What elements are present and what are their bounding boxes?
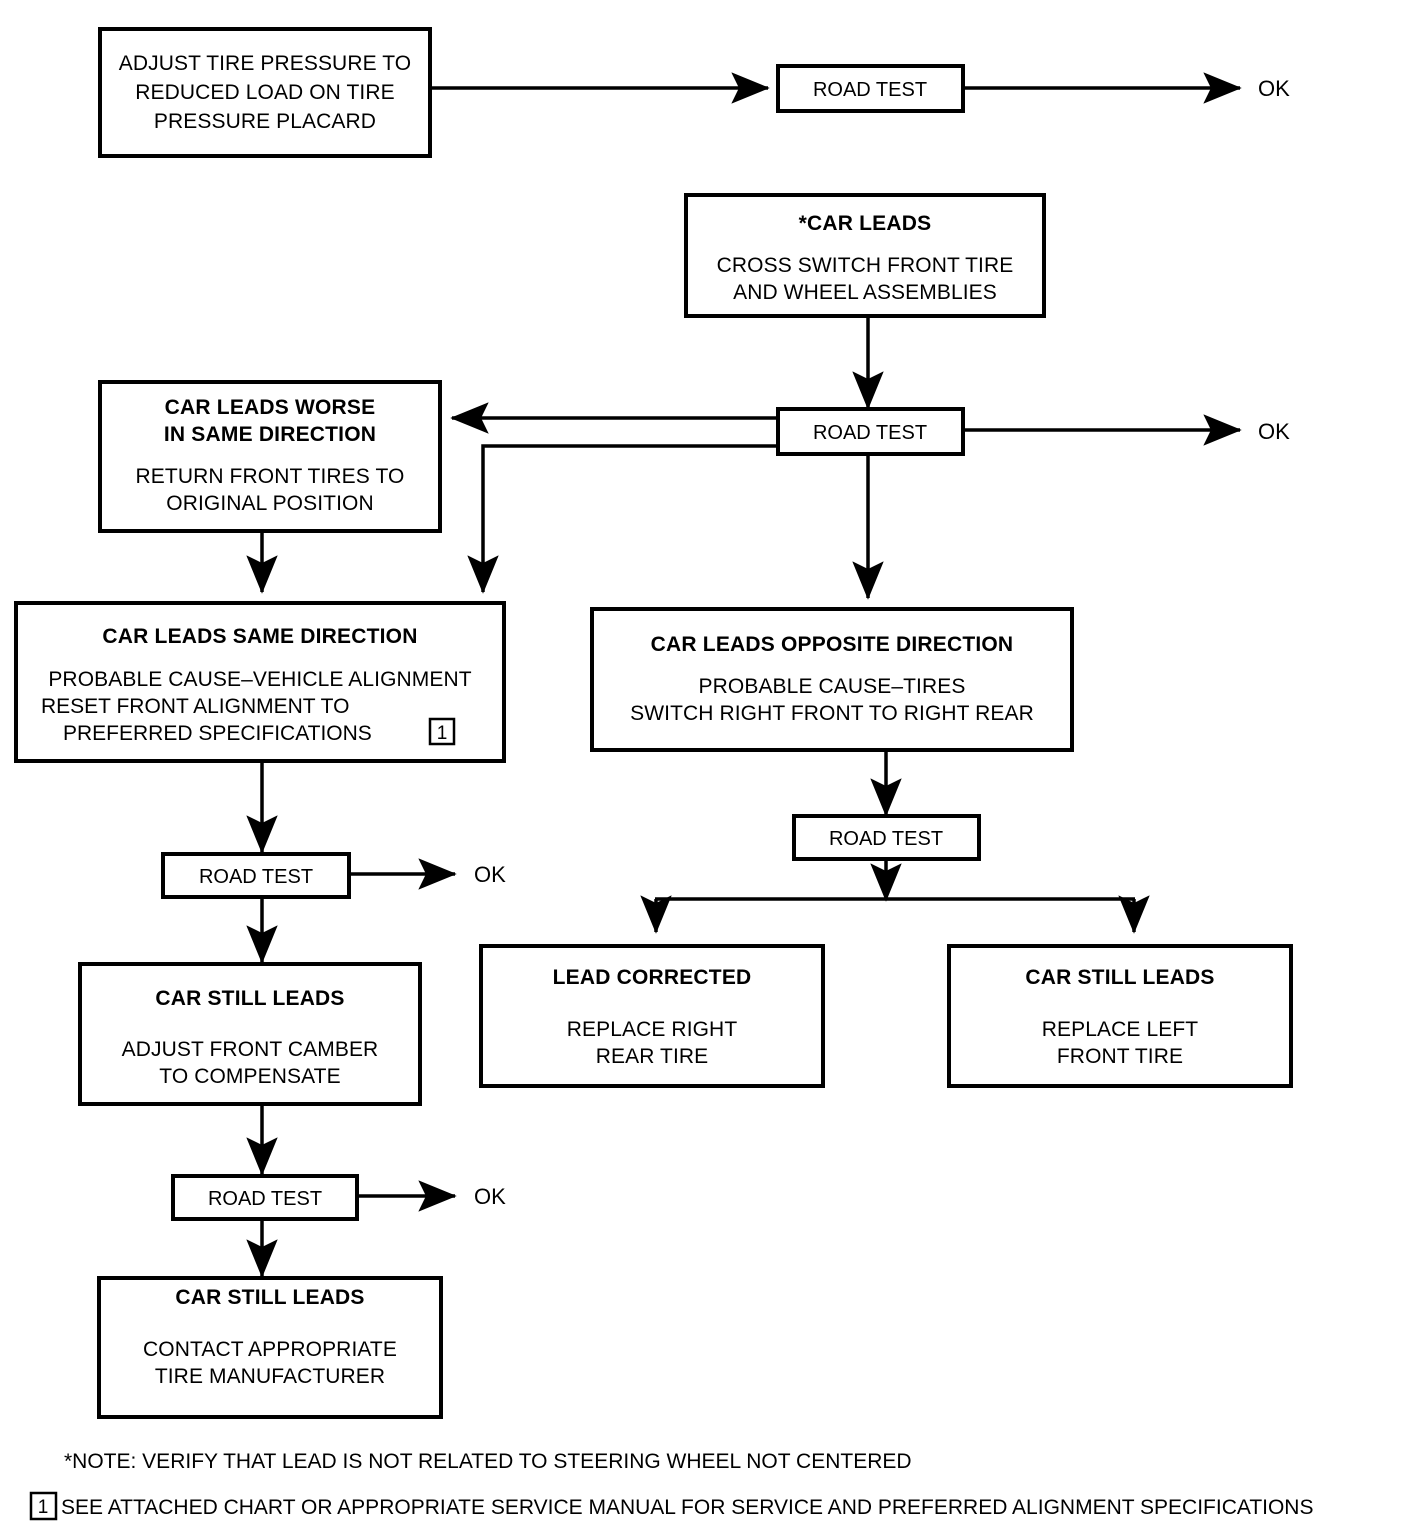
node-car-leads-same-direction-line-1: PROBABLE CAUSE–VEHICLE ALIGNMENT	[48, 668, 471, 691]
node-adjust-tire-pressure-line-2: REDUCED LOAD ON TIRE	[135, 81, 395, 104]
node-lead-corrected[interactable]: LEAD CORRECTED REPLACE RIGHT REAR TIRE	[479, 944, 825, 1088]
node-road-test-5[interactable]: ROAD TEST	[792, 814, 981, 861]
footnote-one-group: 1 SEE ATTACHED CHART OR APPROPRIATE SERV…	[29, 1491, 1313, 1521]
reference-marker-1: 1	[437, 723, 448, 744]
node-car-still-leads-camber-box[interactable]	[78, 962, 422, 1106]
node-car-leads-worse-line-2: ORIGINAL POSITION	[166, 492, 373, 515]
node-car-leads-title: *CAR LEADS	[799, 212, 932, 235]
footnote-star-note: *NOTE: VERIFY THAT LEAD IS NOT RELATED T…	[64, 1450, 912, 1473]
node-car-leads-same-direction-title: CAR LEADS SAME DIRECTION	[102, 625, 417, 648]
node-car-still-leads-contact-line-2: TIRE MANUFACTURER	[155, 1365, 385, 1388]
node-car-still-leads-contact[interactable]: CAR STILL LEADS CONTACT APPROPRIATE TIRE…	[97, 1276, 443, 1419]
node-road-test-4-box[interactable]	[171, 1174, 359, 1221]
ok-outcome-2: OK	[1258, 419, 1290, 444]
node-road-test-1-box[interactable]	[776, 64, 965, 113]
node-car-leads-same-direction[interactable]: CAR LEADS SAME DIRECTION PROBABLE CAUSE–…	[14, 601, 506, 763]
connector-roadtest2-to-carleadssame	[467, 444, 778, 594]
node-car-leads-worse-title-line-1: CAR LEADS WORSE	[165, 396, 376, 419]
node-road-test-1[interactable]: ROAD TEST	[776, 64, 965, 113]
node-car-leads-same-direction-line-2: RESET FRONT ALIGNMENT TO	[41, 695, 349, 718]
node-car-still-leads-camber[interactable]: CAR STILL LEADS ADJUST FRONT CAMBER TO C…	[78, 962, 422, 1106]
node-road-test-3-box[interactable]	[161, 852, 351, 899]
node-car-leads-opposite-direction-line-1: PROBABLE CAUSE–TIRES	[699, 675, 966, 698]
node-car-still-leads-left-front-title: CAR STILL LEADS	[1025, 966, 1214, 989]
node-road-test-3[interactable]: ROAD TEST	[161, 852, 351, 899]
node-car-leads-worse-title-line-2: IN SAME DIRECTION	[164, 423, 376, 446]
node-car-still-leads-left-front-line-1: REPLACE LEFT	[1042, 1018, 1198, 1041]
ok-outcome-3: OK	[474, 862, 506, 887]
node-car-leads-opposite-direction-title: CAR LEADS OPPOSITE DIRECTION	[651, 633, 1014, 656]
node-road-test-2-label: ROAD TEST	[813, 422, 927, 444]
node-car-leads-line-1: CROSS SWITCH FRONT TIRE	[717, 254, 1014, 277]
node-road-test-2[interactable]: ROAD TEST	[776, 407, 965, 456]
node-adjust-tire-pressure[interactable]: ADJUST TIRE PRESSURE TO REDUCED LOAD ON …	[98, 27, 432, 158]
node-car-leads-same-direction-box[interactable]	[14, 601, 506, 763]
node-road-test-5-box[interactable]	[792, 814, 981, 861]
node-car-still-leads-contact-title: CAR STILL LEADS	[175, 1286, 364, 1309]
node-car-still-leads-camber-title: CAR STILL LEADS	[155, 987, 344, 1010]
node-lead-corrected-title: LEAD CORRECTED	[553, 966, 752, 989]
node-lead-corrected-box[interactable]	[479, 944, 825, 1088]
ok-outcome-4: OK	[474, 1184, 506, 1209]
node-road-test-1-label: ROAD TEST	[813, 79, 927, 101]
node-car-leads-line-2: AND WHEEL ASSEMBLIES	[733, 281, 997, 304]
node-car-still-leads-left-front[interactable]: CAR STILL LEADS REPLACE LEFT FRONT TIRE	[947, 944, 1293, 1088]
node-car-leads-worse-line-1: RETURN FRONT TIRES TO	[136, 465, 405, 488]
node-adjust-tire-pressure-line-1: ADJUST TIRE PRESSURE TO	[119, 52, 412, 75]
node-adjust-tire-pressure-line-3: PRESSURE PLACARD	[154, 110, 376, 133]
node-car-still-leads-contact-line-1: CONTACT APPROPRIATE	[143, 1338, 397, 1361]
node-car-leads-box[interactable]	[684, 193, 1046, 318]
node-lead-corrected-line-1: REPLACE RIGHT	[567, 1018, 738, 1041]
reference-marker-footnote: 1	[38, 1497, 49, 1518]
footnote-one-text: SEE ATTACHED CHART OR APPROPRIATE SERVIC…	[61, 1496, 1313, 1519]
node-car-leads-worse[interactable]: CAR LEADS WORSE IN SAME DIRECTION RETURN…	[98, 380, 442, 533]
node-car-leads[interactable]: *CAR LEADS CROSS SWITCH FRONT TIRE AND W…	[684, 193, 1046, 318]
node-road-test-4[interactable]: ROAD TEST	[171, 1174, 359, 1221]
node-car-still-leads-left-front-box[interactable]	[947, 944, 1293, 1088]
node-car-still-leads-contact-box[interactable]	[97, 1276, 443, 1419]
node-road-test-2-box[interactable]	[776, 407, 965, 456]
node-car-still-leads-camber-line-1: ADJUST FRONT CAMBER	[122, 1038, 379, 1061]
node-car-leads-same-direction-line-3: PREFERRED SPECIFICATIONS	[63, 722, 372, 745]
ok-outcome-1: OK	[1258, 76, 1290, 101]
node-road-test-5-label: ROAD TEST	[829, 828, 943, 850]
node-car-leads-opposite-direction[interactable]: CAR LEADS OPPOSITE DIRECTION PROBABLE CA…	[590, 607, 1074, 752]
reference-marker-box-footnote[interactable]	[29, 1491, 58, 1521]
node-road-test-3-label: ROAD TEST	[199, 866, 313, 888]
node-car-still-leads-camber-line-2: TO COMPENSATE	[159, 1065, 340, 1088]
connectors	[246, 72, 1242, 1278]
node-car-leads-worse-box[interactable]	[98, 380, 442, 533]
node-car-leads-opposite-direction-line-2: SWITCH RIGHT FRONT TO RIGHT REAR	[630, 702, 1034, 725]
node-car-leads-opposite-direction-box[interactable]	[590, 607, 1074, 752]
node-adjust-tire-pressure-box[interactable]	[98, 27, 432, 158]
node-car-still-leads-left-front-line-2: FRONT TIRE	[1057, 1045, 1183, 1068]
node-lead-corrected-line-2: REAR TIRE	[596, 1045, 709, 1068]
node-road-test-4-label: ROAD TEST	[208, 1188, 322, 1210]
reference-marker-box-1[interactable]	[428, 717, 456, 746]
